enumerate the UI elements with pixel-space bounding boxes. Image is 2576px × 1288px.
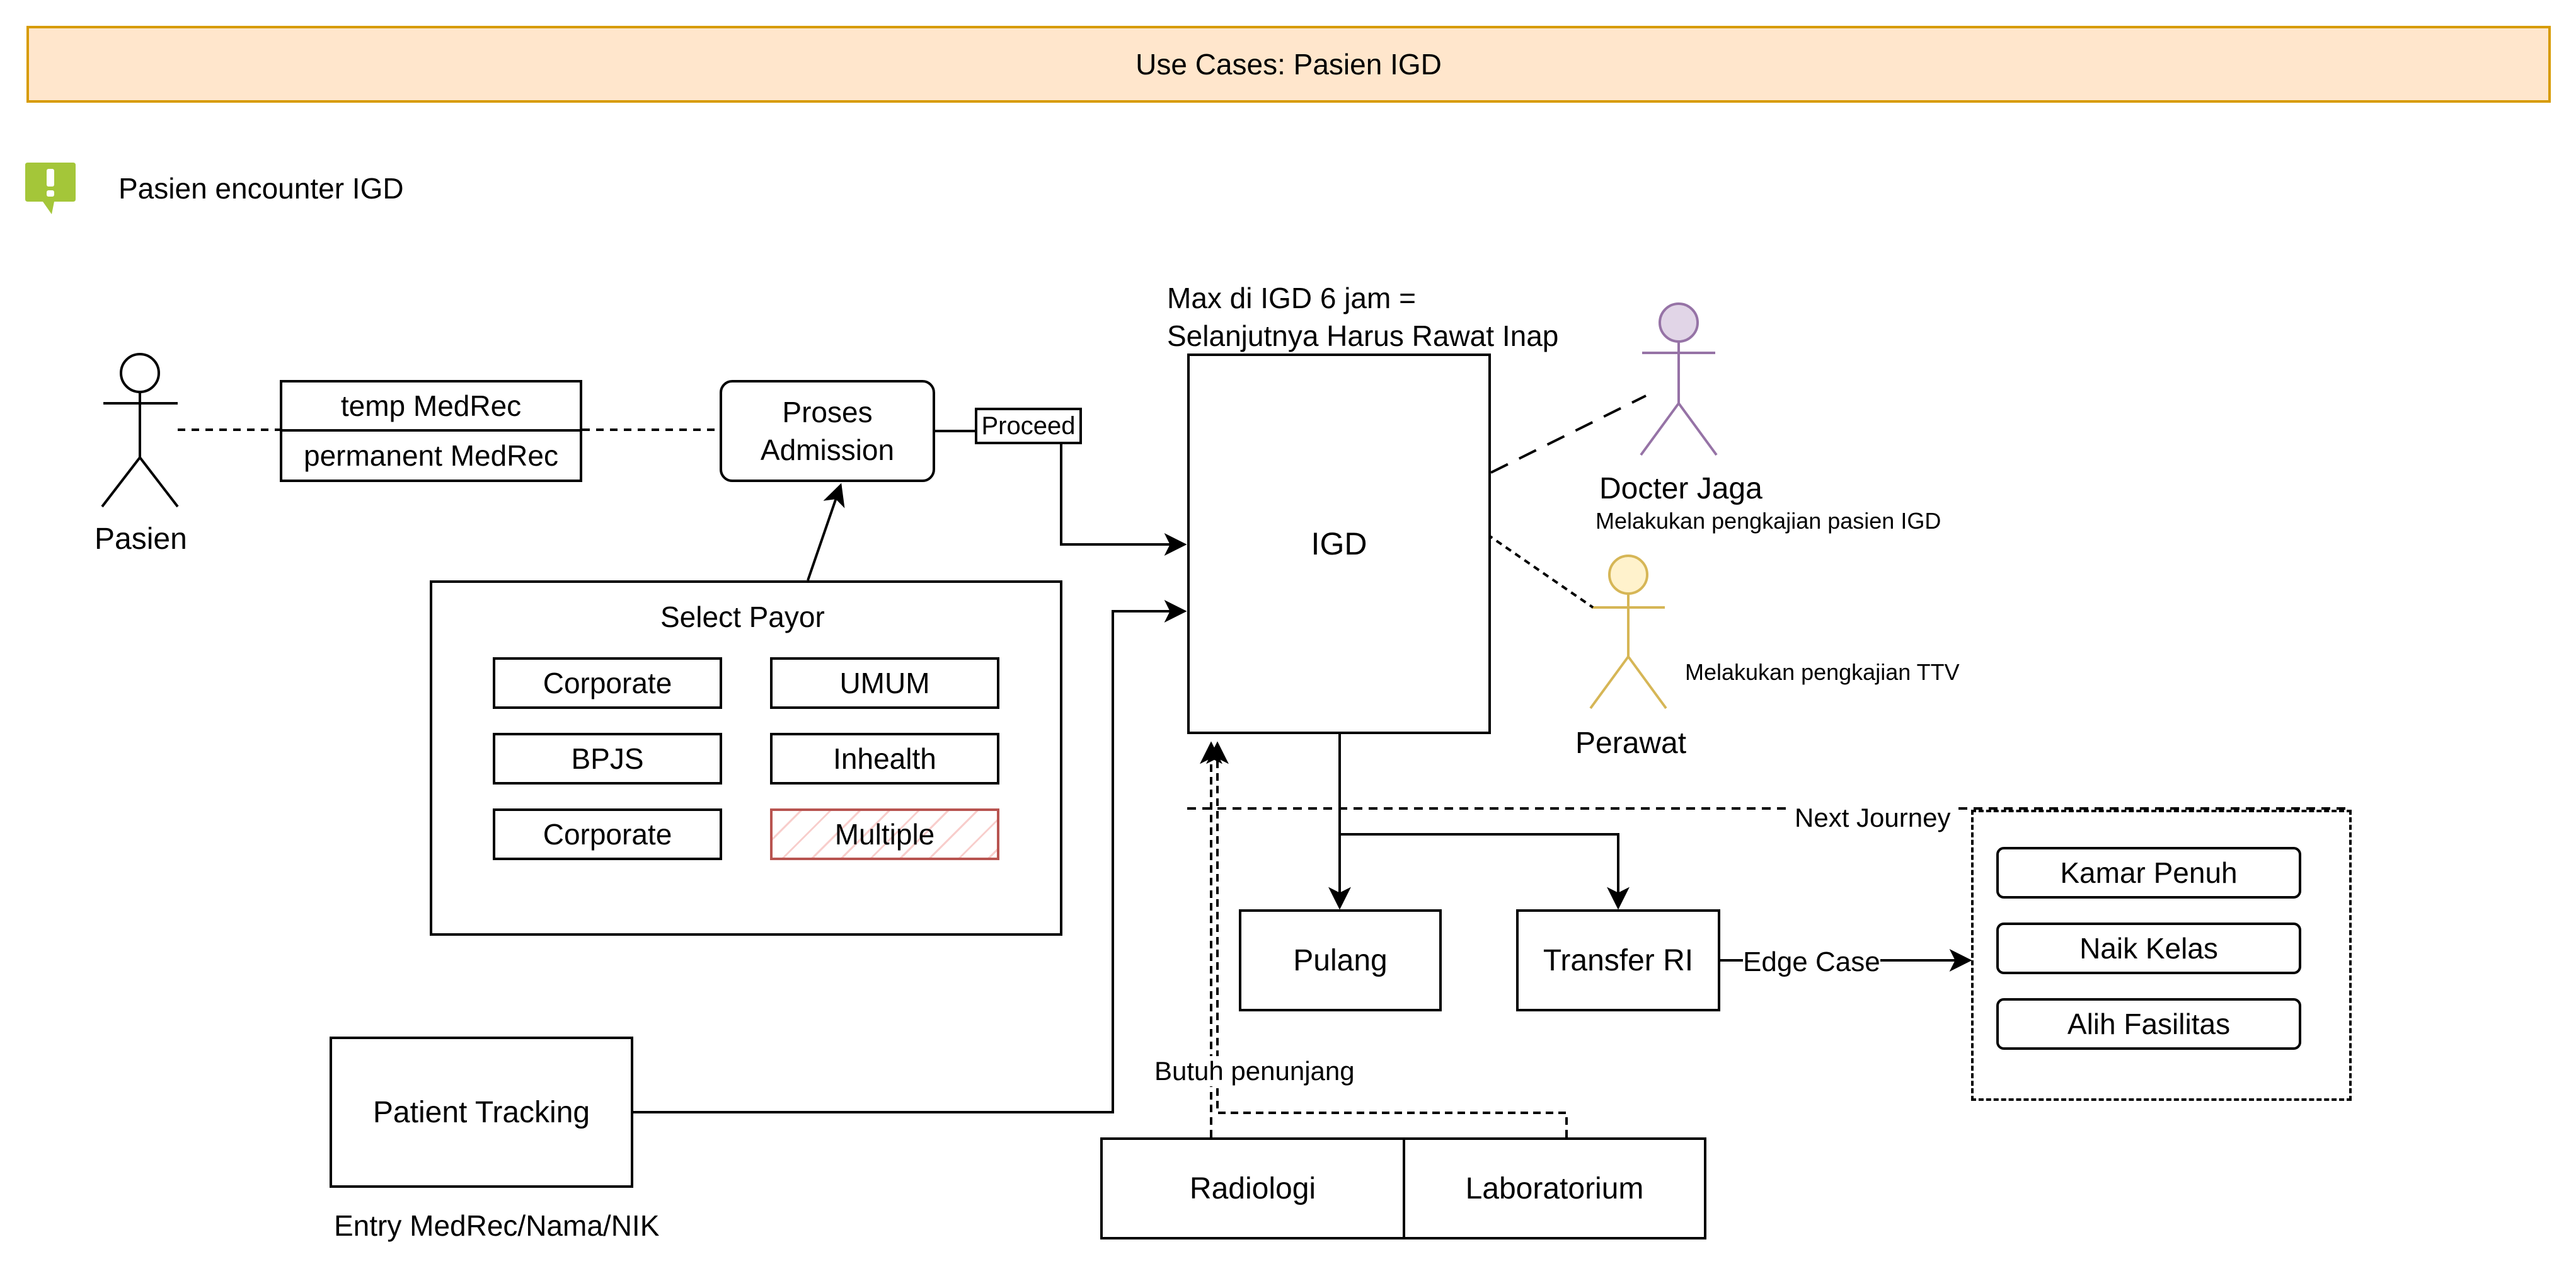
perawat-label: Perawat xyxy=(1575,727,1687,760)
igd-note-line2: Selanjutnya Harus Rawat Inap xyxy=(1167,319,1559,352)
payor-option-label: Multiple xyxy=(834,818,935,851)
permanent-medrec-cell: permanent MedRec xyxy=(280,429,582,482)
patient-tracking-label: Patient Tracking xyxy=(372,1095,590,1129)
next-item-alih-fasilitas[interactable]: Alih Fasilitas xyxy=(1996,998,2301,1050)
igd-note-line1: Max di IGD 6 jam = xyxy=(1167,282,1416,314)
encounter-label: Pasien encounter IGD xyxy=(118,172,404,205)
laboratorium-igd-arrow xyxy=(1206,741,1568,1137)
laboratorium-node: Laboratorium xyxy=(1403,1137,1706,1239)
igd-perawat-link xyxy=(1486,533,1594,609)
payor-option-label: UMUM xyxy=(839,667,930,699)
igd-label: IGD xyxy=(1311,526,1367,561)
pulang-node: Pulang xyxy=(1239,909,1442,1011)
payor-option-corporate[interactable]: Corporate xyxy=(493,657,722,709)
alert-speech-icon xyxy=(25,163,76,214)
payor-option-inhealth[interactable]: Inhealth xyxy=(770,733,999,785)
next-item-label: Alih Fasilitas xyxy=(2067,1008,2231,1040)
temp-medrec-cell: temp MedRec xyxy=(280,380,582,432)
tracking-igd-arrow xyxy=(633,600,1187,1113)
docter-actor xyxy=(1640,302,1718,456)
butuh-penunjang-label: Butuh penunjang xyxy=(1154,1056,1355,1086)
igd-node: IGD xyxy=(1187,354,1491,734)
next-item-label: Naik Kelas xyxy=(2079,932,2218,965)
proceed-label-box: Proceed xyxy=(975,408,1082,444)
diagram-title-banner: Use Cases: Pasien IGD xyxy=(26,26,2551,103)
payor-option-label: Corporate xyxy=(543,667,672,699)
next-journey-label: Next Journey xyxy=(1791,803,1955,833)
patient-tracking-node: Patient Tracking xyxy=(330,1037,633,1188)
next-item-kamar-penuh[interactable]: Kamar Penuh xyxy=(1996,847,2301,899)
perawat-actor xyxy=(1589,555,1667,710)
payor-admission-arrow xyxy=(807,483,845,581)
transfer-ri-label: Transfer RI xyxy=(1543,943,1694,977)
payor-option-label: Corporate xyxy=(543,818,672,851)
diagram-title: Use Cases: Pasien IGD xyxy=(1136,48,1442,81)
pasien-label: Pasien xyxy=(95,522,187,556)
permanent-medrec-label: permanent MedRec xyxy=(304,439,558,472)
next-item-label: Kamar Penuh xyxy=(2060,856,2238,889)
select-payor-title: Select Payor xyxy=(660,601,825,633)
next-journey-container xyxy=(1971,810,2352,1101)
temp-medrec-label: temp MedRec xyxy=(340,389,522,422)
laboratorium-label: Laboratorium xyxy=(1465,1171,1644,1205)
payor-option-corporate-2[interactable]: Corporate xyxy=(493,808,722,860)
proses-admission-node: Proses Admission xyxy=(720,380,935,482)
proceed-label: Proceed xyxy=(981,411,1076,440)
next-item-naik-kelas[interactable]: Naik Kelas xyxy=(1996,923,2301,974)
igd-docter-link xyxy=(1490,394,1647,474)
docter-label: Docter Jaga xyxy=(1599,472,1762,505)
payor-option-label: BPJS xyxy=(571,742,644,775)
patient-tracking-caption: Entry MedRec/Nama/NIK xyxy=(334,1209,660,1242)
payor-option-multiple[interactable]: Multiple xyxy=(770,808,999,860)
payor-option-label: Inhealth xyxy=(833,742,936,775)
proceed-igd-arrow xyxy=(1060,444,1187,556)
payor-option-bpjs[interactable]: BPJS xyxy=(493,733,722,785)
payor-option-umum[interactable]: UMUM xyxy=(770,657,999,709)
proses-admission-label: Proses Admission xyxy=(760,396,895,466)
radiologi-label: Radiologi xyxy=(1189,1171,1316,1205)
igd-transfer-arrow xyxy=(1340,833,1630,910)
radiologi-node: Radiologi xyxy=(1100,1137,1405,1239)
edge-case-label: Edge Case xyxy=(1743,946,1880,978)
pulang-label: Pulang xyxy=(1293,943,1388,977)
transfer-ri-node: Transfer RI xyxy=(1516,909,1720,1011)
perawat-note: Melakukan pengkajian TTV xyxy=(1685,659,1960,685)
pasien-actor xyxy=(101,353,179,508)
docter-note: Melakukan pengkajian pasien IGD xyxy=(1596,508,1941,534)
